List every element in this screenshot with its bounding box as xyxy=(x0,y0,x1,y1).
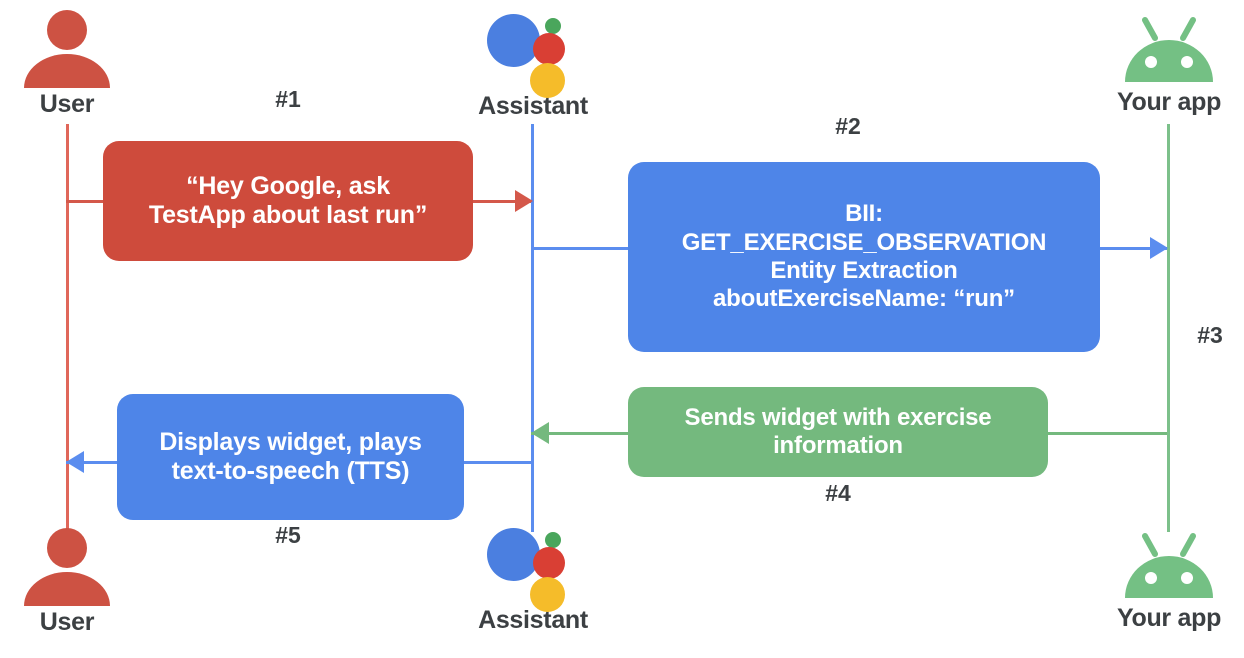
step-number-4: #4 xyxy=(825,480,851,506)
actor-assistant-top: Assistant xyxy=(458,8,608,119)
actor-assistant-bottom: Assistant xyxy=(458,522,608,633)
user-avatar-icon xyxy=(24,528,110,606)
arrowhead-assistant-to-user xyxy=(66,451,84,473)
lifeline-user xyxy=(66,124,69,532)
actor-label-assistant-top: Assistant xyxy=(478,92,588,120)
actor-user-top: User xyxy=(0,10,142,117)
step-number-5: #5 xyxy=(275,522,301,548)
google-assistant-icon xyxy=(483,522,583,612)
lifeline-your-app xyxy=(1167,124,1170,532)
step-number-3: #3 xyxy=(1197,322,1223,348)
actor-your-app-bottom: Your app xyxy=(1094,530,1244,631)
google-assistant-icon xyxy=(483,8,583,98)
message-text-widget-response: Sends widget with exercise information xyxy=(684,403,992,459)
message-box-display: Displays widget, plays text-to-speech (T… xyxy=(117,394,464,520)
assistant-yellow-dot-icon xyxy=(530,63,565,98)
message-box-bii: BII: GET_EXERCISE_OBSERVATION Entity Ext… xyxy=(628,162,1100,352)
message-box-utterance: “Hey Google, ask TestApp about last run” xyxy=(103,141,473,261)
assistant-yellow-dot-icon xyxy=(530,577,565,612)
assistant-red-dot-icon xyxy=(533,547,565,579)
assistant-blue-dot-icon xyxy=(487,14,540,67)
step-number-2: #2 xyxy=(835,113,861,139)
assistant-blue-dot-icon xyxy=(487,528,540,581)
message-text-utterance: “Hey Google, ask TestApp about last run” xyxy=(148,171,428,230)
message-text-bii: BII: GET_EXERCISE_OBSERVATION Entity Ext… xyxy=(681,200,1047,313)
actor-your-app-top: Your app xyxy=(1094,14,1244,115)
arrowhead-assistant-to-app xyxy=(1150,237,1168,259)
arrowhead-app-to-assistant xyxy=(531,422,549,444)
message-text-display: Displays widget, plays text-to-speech (T… xyxy=(159,427,422,486)
assistant-green-dot-icon xyxy=(545,18,561,34)
actor-label-user-top: User xyxy=(39,90,95,118)
actor-label-your-app-bottom: Your app xyxy=(1116,604,1222,632)
actor-label-assistant-bottom: Assistant xyxy=(478,606,588,634)
assistant-red-dot-icon xyxy=(533,33,565,65)
actor-label-your-app-top: Your app xyxy=(1116,88,1222,116)
lifeline-assistant xyxy=(531,124,534,532)
android-robot-icon xyxy=(1117,530,1221,602)
step-number-1: #1 xyxy=(275,86,301,112)
actor-user-bottom: User xyxy=(0,528,142,635)
actor-label-user-bottom: User xyxy=(39,608,95,636)
arrowhead-user-to-assistant xyxy=(515,190,533,212)
android-robot-icon xyxy=(1117,14,1221,86)
message-box-widget-response: Sends widget with exercise information xyxy=(628,387,1048,477)
assistant-green-dot-icon xyxy=(545,532,561,548)
user-avatar-icon xyxy=(24,10,110,88)
